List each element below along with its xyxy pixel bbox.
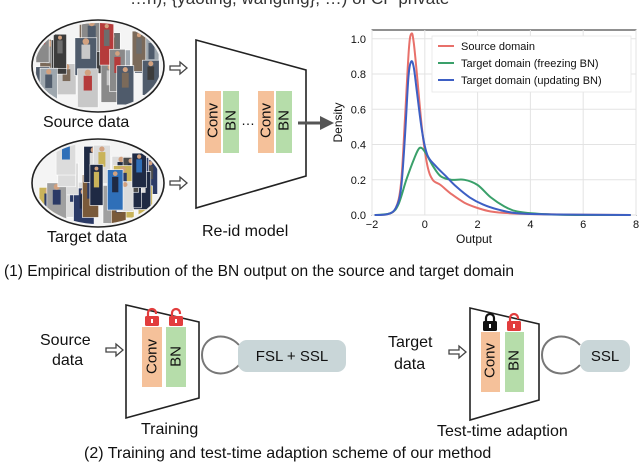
y-tick-label: 1.0	[351, 34, 366, 46]
reid-model-trapezoid	[195, 38, 307, 210]
training-caption: Training	[141, 421, 199, 438]
testtime-caption: Test-time adaption	[437, 423, 568, 440]
legend-label: Target domain (freezing BN)	[461, 58, 599, 70]
testtime-loss-box: SSL	[580, 340, 630, 372]
reid-model-label: Re-id model	[202, 223, 289, 240]
ellipsis-label: …	[241, 112, 255, 128]
x-axis-label: Output	[456, 232, 493, 246]
training-conv-label: Conv	[143, 338, 161, 375]
training-feedback-loop	[200, 335, 240, 375]
testtime-model-trapezoid	[469, 306, 540, 422]
bn-block	[223, 91, 239, 153]
target-data-label: Target data	[47, 229, 128, 246]
panel2-caption: (2) Training and test-time adaption sche…	[84, 445, 492, 462]
x-tick-label: −2	[366, 219, 379, 231]
open-lock-icon	[507, 312, 521, 331]
y-tick-label: 0.2	[351, 175, 366, 187]
closed-lock-icon	[483, 312, 497, 331]
testtime-feedback-loop	[540, 335, 581, 375]
hollow-arrow-icon	[169, 60, 188, 76]
hollow-arrow-icon	[448, 344, 467, 360]
panel1-caption: (1) Empirical distribution of the BN out…	[4, 263, 515, 280]
y-axis-label: Density	[331, 102, 345, 142]
y-tick-label: 0.8	[351, 69, 366, 81]
arrow-icon	[298, 116, 334, 130]
testtime-conv-label: Conv	[481, 342, 499, 379]
testtime-input-label-line1: Target	[388, 334, 433, 351]
training-loss-box: FSL + SSL	[238, 340, 346, 372]
series-line-3	[374, 60, 631, 216]
testtime-input-label-line2: data	[394, 356, 426, 373]
series-line-2	[374, 146, 631, 217]
conv-label: Conv	[204, 102, 222, 139]
source-image-collage	[31, 19, 165, 113]
source-data-label: Source data	[43, 114, 130, 131]
training-input-label-line2: data	[52, 352, 84, 369]
y-tick-label: 0.4	[351, 140, 366, 152]
x-tick-label: 4	[527, 219, 533, 231]
open-lock-icon	[145, 307, 159, 326]
target-image-collage	[31, 138, 165, 228]
testtime-bn-label: BN	[505, 350, 523, 371]
training-bn-label: BN	[167, 346, 185, 367]
conv-block	[205, 91, 221, 153]
hollow-arrow-icon	[105, 342, 124, 358]
training-conv-block	[142, 327, 162, 387]
y-tick-label: 0.0	[351, 210, 366, 222]
conv-label: Conv	[257, 102, 275, 139]
top-caption-partial: …n), {yaoting, wangting}, …) of CF priva…	[130, 0, 449, 9]
bn-label: BN	[275, 110, 293, 131]
hollow-arrow-icon	[169, 175, 188, 191]
y-tick-label: 0.6	[351, 104, 366, 116]
bn-label: BN	[222, 110, 240, 131]
legend-label: Target domain (updating BN)	[461, 75, 602, 87]
x-tick-label: 0	[422, 219, 428, 231]
bn-block	[276, 91, 292, 153]
x-tick-label: 6	[580, 219, 586, 231]
testtime-conv-block	[481, 332, 500, 392]
training-bn-block	[166, 327, 186, 387]
training-input-label-line1: Source	[40, 332, 91, 349]
training-model-trapezoid	[125, 303, 200, 420]
testtime-bn-block	[505, 332, 524, 392]
legend-label: Source domain	[461, 41, 535, 53]
conv-block	[258, 91, 274, 153]
open-lock-icon	[169, 307, 183, 326]
x-tick-label: 8	[633, 219, 639, 231]
x-tick-label: 2	[475, 219, 481, 231]
